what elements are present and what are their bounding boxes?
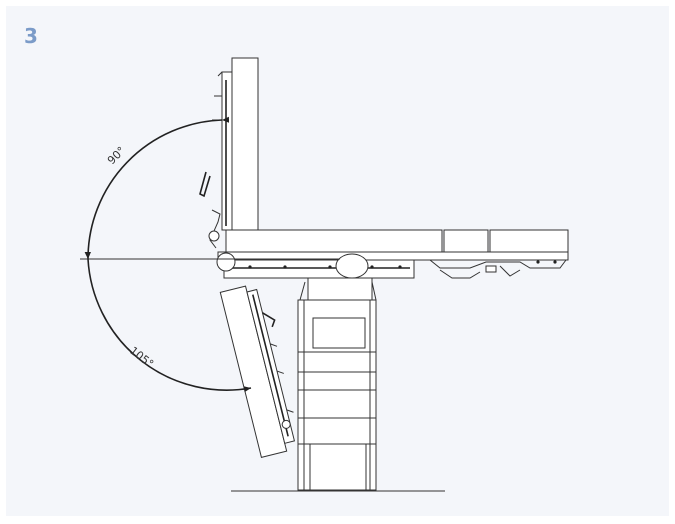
back-section-lowered — [219, 285, 296, 458]
back-section-raised — [199, 57, 259, 249]
angle-label-105: 105° — [127, 344, 156, 371]
figure-number: 3 — [24, 24, 38, 48]
table-column — [297, 277, 377, 491]
angle-label-90: 90° — [105, 144, 128, 167]
angle-arc-90 — [85, 116, 230, 260]
table-frame — [216, 229, 569, 279]
angle-arc-105 — [84, 251, 252, 393]
